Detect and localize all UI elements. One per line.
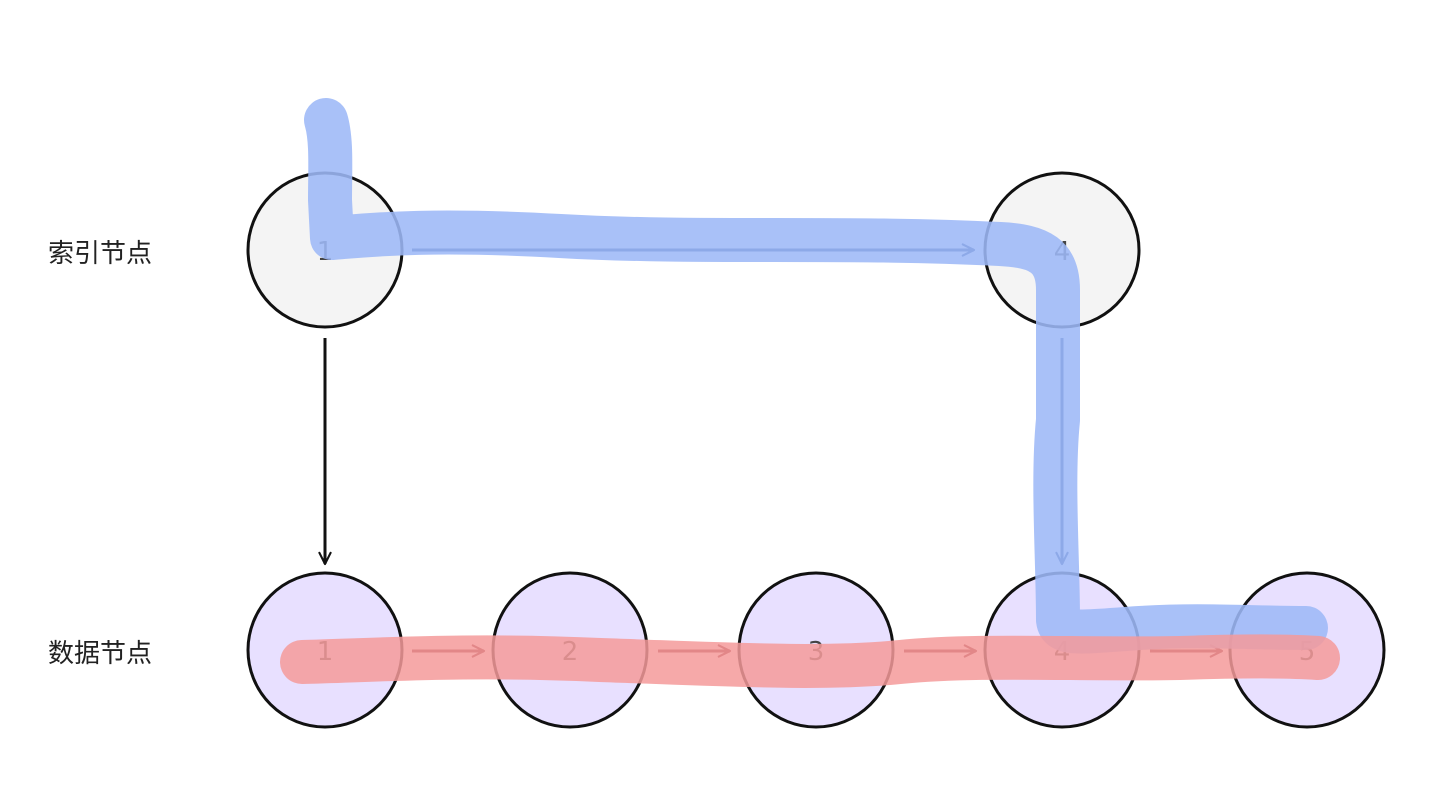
index-row-label: 索引节点 — [48, 239, 152, 269]
scan-path-highlight — [280, 634, 1340, 688]
search-path-highlight — [304, 98, 1328, 654]
data-row-label: 数据节点 — [48, 639, 152, 669]
